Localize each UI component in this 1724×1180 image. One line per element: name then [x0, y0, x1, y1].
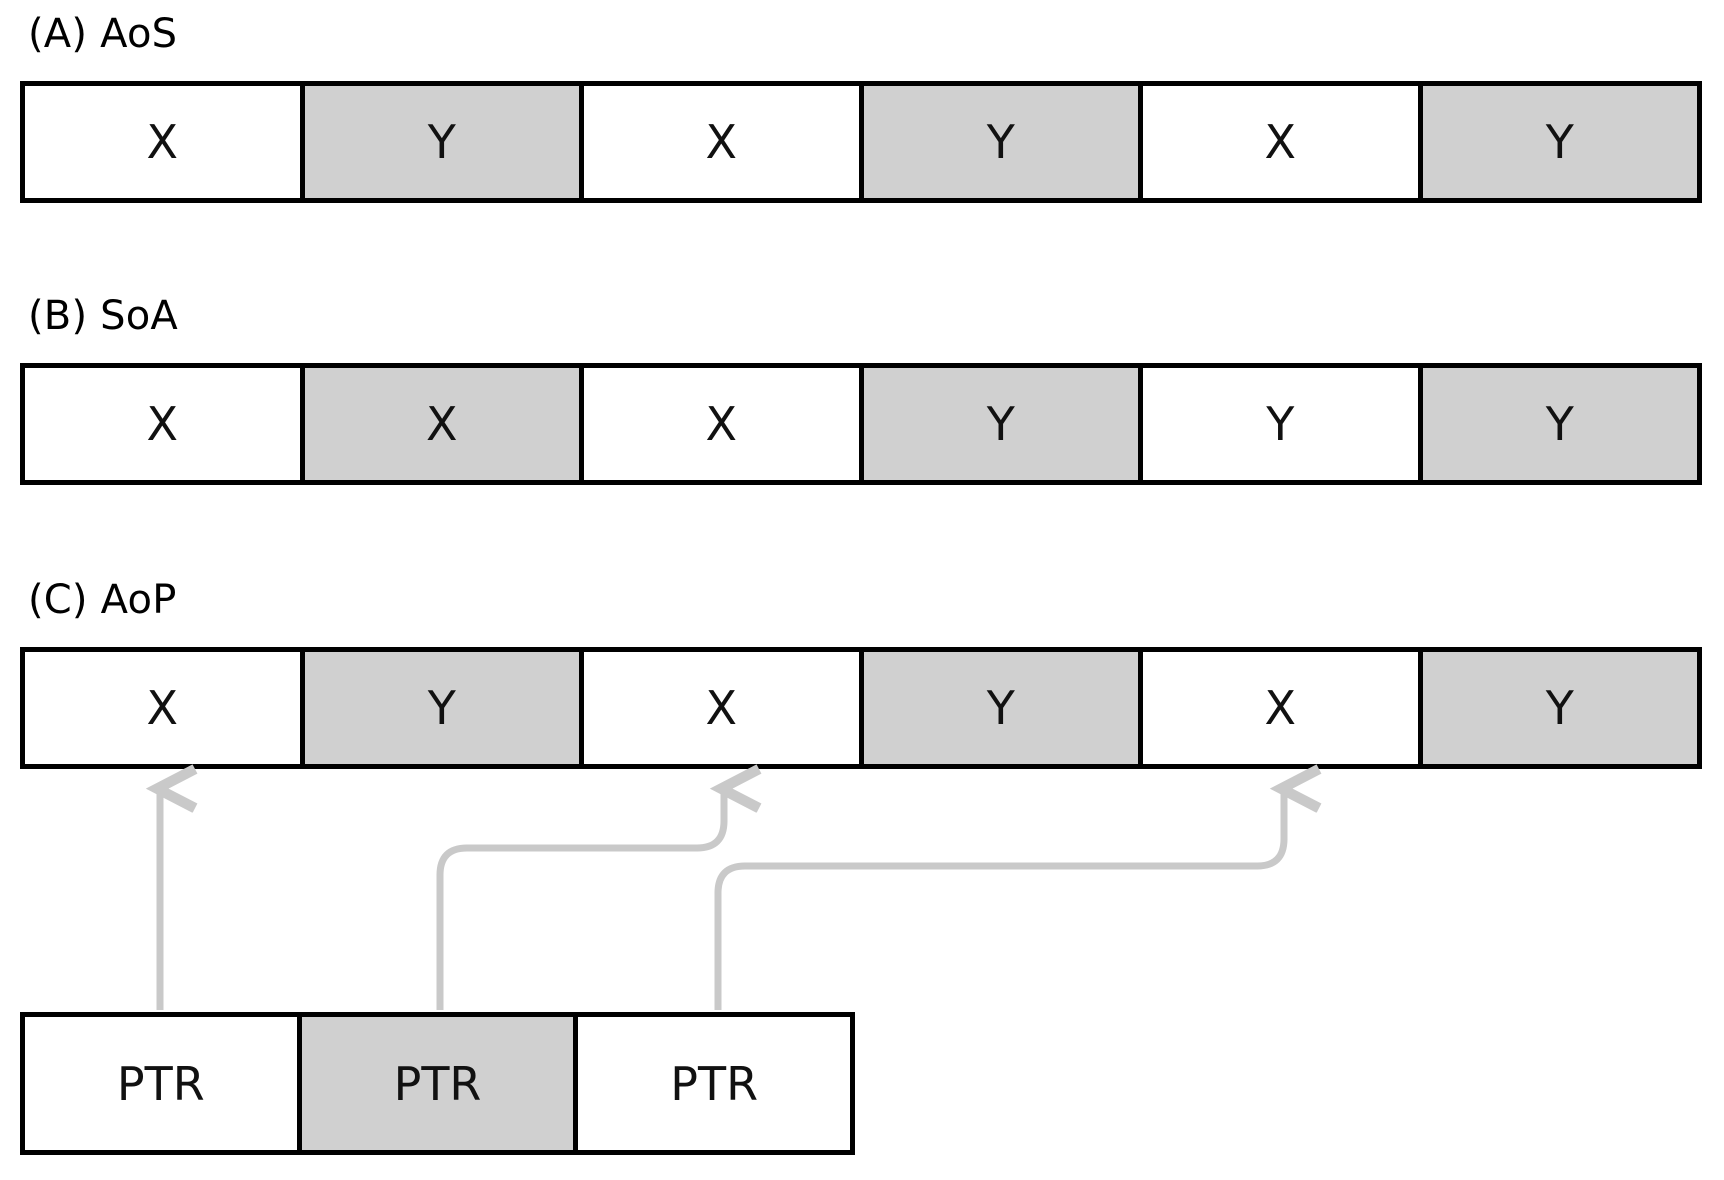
ptr-cell-1[interactable]: PTR	[301, 1017, 579, 1150]
section-label-c: (C) AoP	[28, 577, 177, 623]
soa-cell-2-label: X	[705, 397, 737, 451]
ptr-cell-2[interactable]: PTR	[578, 1017, 851, 1150]
soa-cell-2[interactable]: X	[584, 368, 864, 480]
aos-cell-1[interactable]: Y	[304, 86, 584, 198]
aos-cell-3[interactable]: Y	[863, 86, 1143, 198]
arrow-ptr-2-to-aop-cell-4	[714, 790, 1284, 1010]
aop-cell-1[interactable]: Y	[304, 652, 584, 764]
soa-cell-1-label: X	[425, 397, 458, 451]
soa-cell-4-label: Y	[1266, 397, 1295, 451]
soa-cell-3-label: Y	[986, 397, 1015, 451]
aos-cell-5-label: Y	[1545, 115, 1574, 169]
aop-cell-3[interactable]: Y	[863, 652, 1143, 764]
soa-cell-5-label: Y	[1545, 397, 1574, 451]
soa-cell-0[interactable]: X	[25, 368, 305, 480]
soa-cell-0-label: X	[146, 397, 178, 451]
ptr-cell-1-label: PTR	[393, 1056, 482, 1111]
pointer-row: PTR PTR PTR	[20, 1012, 855, 1155]
aos-cell-0-label: X	[146, 115, 178, 169]
section-label-b: (B) SoA	[28, 293, 178, 339]
ptr-cell-2-label: PTR	[670, 1056, 759, 1111]
memory-row-aos: X Y X Y X Y	[20, 81, 1702, 203]
aos-cell-2-label: X	[705, 115, 737, 169]
soa-cell-5[interactable]: Y	[1422, 368, 1697, 480]
aop-cell-2-label: X	[705, 681, 737, 735]
aop-cell-4[interactable]: X	[1143, 652, 1423, 764]
aos-cell-0[interactable]: X	[25, 86, 305, 198]
aop-cell-0[interactable]: X	[25, 652, 305, 764]
aos-cell-2[interactable]: X	[584, 86, 864, 198]
soa-cell-4[interactable]: Y	[1143, 368, 1423, 480]
aop-cell-1-label: Y	[427, 681, 456, 735]
aop-cell-4-label: X	[1264, 681, 1296, 735]
ptr-cell-0-label: PTR	[116, 1056, 205, 1111]
ptr-cell-0[interactable]: PTR	[25, 1017, 302, 1150]
soa-cell-3[interactable]: Y	[863, 368, 1143, 480]
soa-cell-1[interactable]: X	[304, 368, 584, 480]
arrow-ptr-1-to-aop-cell-2	[436, 790, 724, 1010]
aos-cell-1-label: Y	[427, 115, 456, 169]
aop-cell-2[interactable]: X	[584, 652, 864, 764]
aos-cell-3-label: Y	[986, 115, 1015, 169]
aos-cell-5[interactable]: Y	[1422, 86, 1697, 198]
memory-row-soa: X X X Y Y Y	[20, 363, 1702, 485]
section-label-a: (A) AoS	[28, 11, 178, 57]
aop-cell-5-label: Y	[1545, 681, 1574, 735]
aos-cell-4-label: X	[1264, 115, 1296, 169]
aop-cell-0-label: X	[146, 681, 178, 735]
aop-cell-3-label: Y	[986, 681, 1015, 735]
aop-cell-5[interactable]: Y	[1422, 652, 1697, 764]
memory-row-aop: X Y X Y X Y	[20, 647, 1702, 769]
aos-cell-4[interactable]: X	[1143, 86, 1423, 198]
